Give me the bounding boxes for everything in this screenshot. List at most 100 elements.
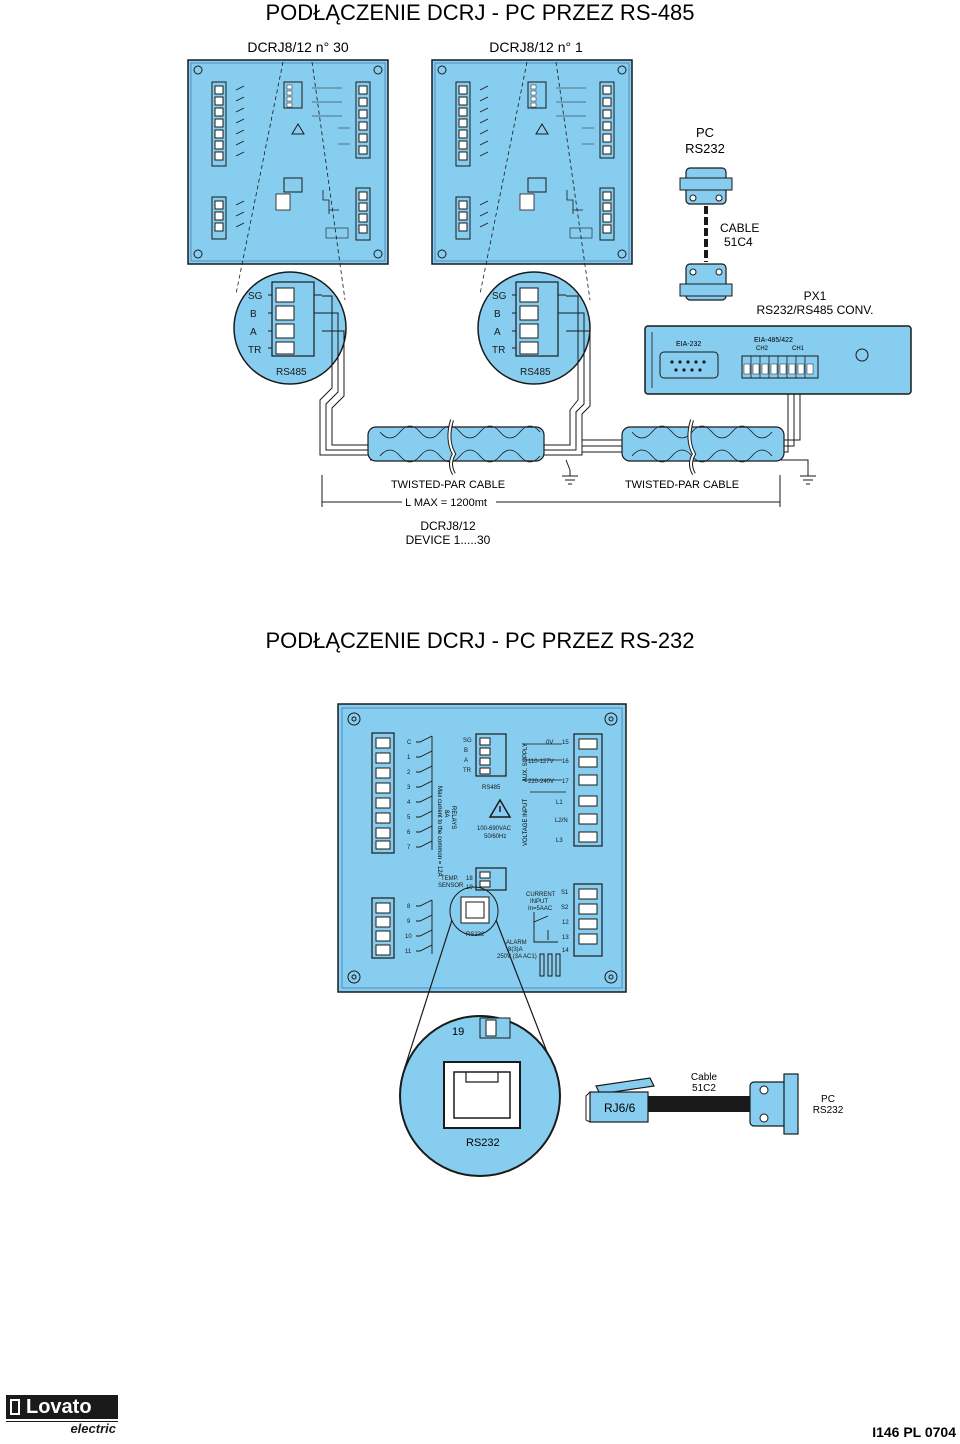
panel-pin-a: A [464,758,468,764]
panel-relay-9: 9 [407,919,411,925]
rs232-zoom-circle [399,1015,561,1177]
db9-connector-bottom-icon [679,263,733,301]
panel-rs232: RS232 [466,932,485,938]
panel-relay-7: 7 [407,845,411,851]
pin-b-left: B [250,309,257,320]
conv-eia232: EIA-232 [676,341,701,348]
conv-eia485: EIA-485/422 [754,337,793,344]
panel-aux-supply: AUX. SUPPLY [523,743,529,782]
title-rs232: PODŁĄCZENIE DCRJ - PC PRZEZ RS-232 [265,628,695,653]
panel-alarm-13: 13 [562,935,569,941]
conv-ch1: CH1 [792,346,805,352]
panel-supply-220: 220-240V [528,779,554,785]
cable-51c2-label-1: Cable [691,1072,718,1083]
panel-current-3: In=5AAC [528,906,553,912]
panel-supply-15: 15 [562,740,569,746]
converter-label-2: RS232/RS485 CONV. [757,303,874,317]
pc-label-1: PC [696,125,714,140]
panel-temp-19: 19 [466,885,473,891]
pin-a-right: A [494,327,501,338]
cable-label-2: 51C4 [724,235,753,249]
panel-relay-6: 6 [407,830,411,836]
pin-b-right: B [494,309,501,320]
twisted-pair-left [367,419,545,476]
panel-temp-2: SENSOR [438,883,464,889]
panel-supply-0v: 0V [546,740,553,746]
pin-sg-right: SG [492,291,507,302]
panel-relay-1: 1 [407,755,411,761]
panel-rs485: RS485 [482,785,501,791]
panel-l3: L3 [556,838,563,844]
cable-label-right: TWISTED-PAR CABLE [625,479,739,491]
panel-temp-1: TEMP. [441,876,459,882]
panel-relay-4: 4 [407,800,411,806]
panel-voltage-rating-1: 100-690VAC [477,826,512,832]
panel-s1: S1 [561,890,569,896]
panel-alarm-14: 14 [562,948,569,954]
panel-alarm-2: 8(3)A [508,947,523,953]
dcrj-panel-1 [431,59,633,265]
dcrj-panel-30 [187,59,389,265]
ground-icon [562,470,816,485]
logo-sub: electric [70,1421,116,1436]
panel-alarm-12: 12 [562,920,569,926]
panel-l1: L1 [556,800,563,806]
device-range-1: DCRJ8/12 [420,519,476,533]
logo-brand: Lovato [26,1396,92,1418]
panel-voltage-input: VOLTAGE INPUT [523,799,529,846]
cable-label-left: TWISTED-PAR CABLE [391,479,505,491]
document-code: I146 PL 0704 [872,1424,956,1440]
panel-relay-10: 10 [405,934,412,940]
twisted-pair-right [621,419,785,476]
pc-rs232-label-1: PC [821,1094,835,1105]
panel-relay-c: C [407,740,412,746]
panel-current-1: CURRENT [526,892,556,898]
pin-a-left: A [250,327,257,338]
panel-relay-11: 11 [405,949,412,955]
lovato-logo: Lovato electric [6,1395,118,1436]
panel-relays-1: RELAYS [450,806,456,829]
title-rs485: PODŁĄCZENIE DCRJ - PC PRZEZ RS-485 [265,0,695,25]
panel-supply-110: 110-127V [528,759,554,765]
cable-51c2-label-2: 51C2 [692,1083,716,1094]
panel-l2n: L2/N [555,818,568,824]
panel-temp-18: 18 [466,876,473,882]
rs485-label-right: RS485 [520,367,551,378]
panel-relay-3: 3 [407,785,411,791]
label-device-right: DCRJ8/12 n° 1 [489,39,583,55]
panel-relay-8: 8 [407,904,411,910]
db9-connector-side-icon [749,1073,799,1135]
rs232-port-name: RS232 [466,1137,500,1149]
rj-plug-icon [585,1077,655,1123]
pin-tr-right: TR [492,345,505,356]
panel-pin-b: B [464,748,468,754]
rs232-port-number: 19 [452,1026,464,1038]
panel-relays-3: Max current to the common = 12A [436,786,442,877]
db9-connector-top-icon [679,167,733,205]
length-dimension [321,475,781,507]
panel-relay-2: 2 [407,770,411,776]
conv-ch2: CH2 [756,346,769,352]
panel-pin-tr: TR [463,768,472,774]
panel-alarm-1: ALARM [506,940,527,946]
panel-relay-5: 5 [407,815,411,821]
label-device-left: DCRJ8/12 n° 30 [247,39,349,55]
panel-relays-2: 8A [443,810,449,817]
panel-voltage-rating-2: 50/60Hz [484,834,506,840]
panel-alarm-3: 250V (3A AC1) [497,954,537,960]
panel-supply-17: 17 [562,779,569,785]
rs485-label-left: RS485 [276,367,307,378]
converter-label-1: PX1 [804,289,827,303]
cable-51c2 [648,1096,750,1112]
panel-s2: S2 [561,905,569,911]
pc-label-2: RS232 [685,141,725,156]
dcrj-panel-large [337,703,627,993]
panel-pin-sg: SG [463,738,472,744]
panel-supply-16: 16 [562,759,569,765]
rj-plug-label: RJ6/6 [604,1101,636,1115]
lmax-label: L MAX = 1200mt [405,497,487,509]
pc-rs232-label-2: RS232 [813,1105,844,1116]
px1-converter [644,325,912,395]
cable-label-1: CABLE [720,221,759,235]
